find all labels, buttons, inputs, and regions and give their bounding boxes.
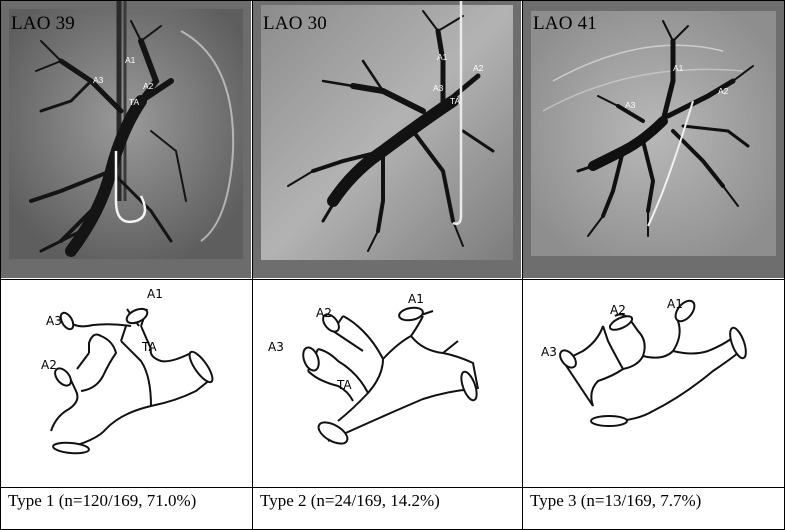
angio-3-label-a2: A2	[718, 86, 729, 96]
schematic-1-label-a3: A3	[46, 314, 62, 328]
divider-row-1	[0, 279, 785, 280]
angiogram-panel-1: A1 A2 A3 TA LAO 39	[1, 1, 251, 278]
angio-2-label-a1: A1	[437, 52, 448, 62]
angio-1-label-ta: TA	[129, 97, 140, 107]
angio-1-label-a1: A1	[125, 55, 136, 65]
view-label-1: LAO 39	[11, 13, 75, 34]
angiogram-image-3: A1 A2 A3	[523, 1, 784, 278]
divider-row-2	[0, 487, 785, 488]
angiogram-panel-2: A1 A2 A3 TA LAO 30	[253, 1, 521, 278]
border-left	[0, 0, 1, 530]
divider-col-1	[252, 0, 253, 530]
schematic-panel-2: A1 A2 A3 TA	[253, 281, 521, 486]
schematic-panel-1: A1 A3 A2 TA	[1, 281, 251, 486]
angio-2-label-a3: A3	[433, 83, 444, 93]
schematic-type-1: A1 A3 A2 TA	[41, 287, 214, 455]
divider-col-2	[522, 0, 523, 530]
schematic-type-2: A1 A2 A3 TA	[268, 292, 479, 445]
angio-1-label-a3: A3	[93, 75, 104, 85]
schematic-1-label-a1: A1	[147, 287, 163, 301]
schematic-type-3: A1 A2 A3	[541, 297, 747, 427]
caption-type-1: Type 1 (n=120/169, 71.0%)	[8, 491, 197, 510]
caption-type-3: Type 3 (n=13/169, 7.7%)	[530, 491, 702, 510]
schematic-3-label-a1: A1	[667, 297, 683, 311]
schematic-panel-3: A1 A2 A3	[523, 281, 784, 486]
angio-3-label-a3: A3	[625, 100, 636, 110]
view-label-2: LAO 30	[263, 13, 327, 34]
schematic-2-label-a1: A1	[408, 292, 424, 306]
angiogram-panel-3: A1 A2 A3 LAO 41	[523, 1, 784, 278]
schematic-2-label-a3: A3	[268, 340, 284, 354]
schematic-2-label-ta: TA	[336, 378, 352, 392]
schematic-3-label-a2: A2	[610, 303, 626, 317]
schematic-3-label-a3: A3	[541, 345, 557, 359]
view-label-3: LAO 41	[533, 13, 597, 34]
angio-1-label-a2: A2	[143, 81, 154, 91]
angio-2-label-a2: A2	[473, 63, 484, 73]
border-top	[0, 0, 785, 1]
angiogram-image-1: A1 A2 A3 TA	[1, 1, 251, 278]
schematic-2-label-a2: A2	[316, 306, 332, 320]
schematic-1-label-ta: TA	[141, 340, 157, 354]
schematic-1-label-a2: A2	[41, 358, 57, 372]
angio-3-label-a1: A1	[673, 63, 684, 73]
caption-type-2: Type 2 (n=24/169, 14.2%)	[260, 491, 440, 510]
angio-2-label-ta: TA	[450, 96, 461, 106]
angiogram-image-2: A1 A2 A3 TA	[253, 1, 521, 278]
